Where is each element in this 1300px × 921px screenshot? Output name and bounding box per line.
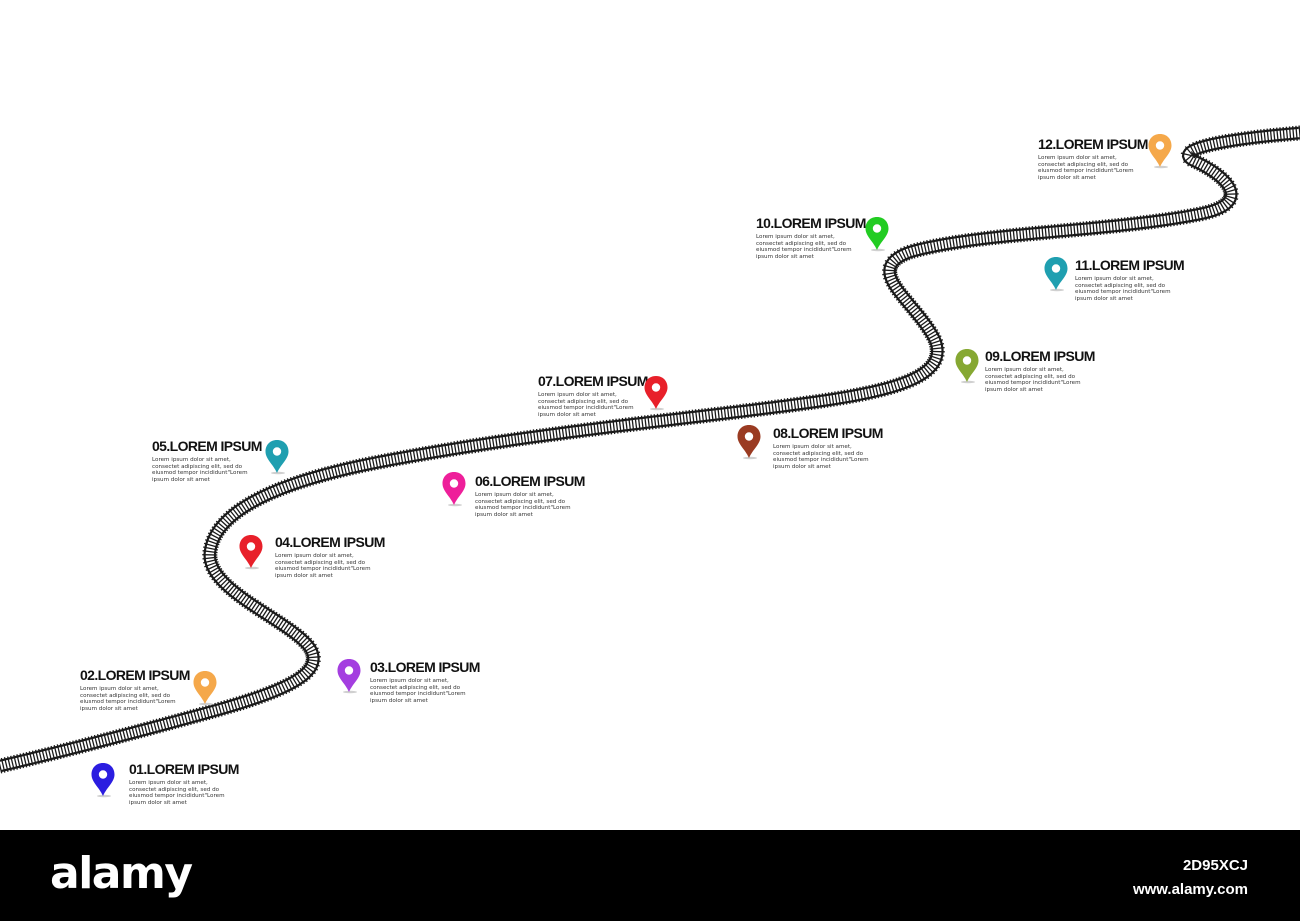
milestone-11: 11.LOREM IPSUM Lorem ipsum dolor sit ame… (1075, 257, 1185, 302)
milestone-title: 04.LOREM IPSUM (275, 534, 385, 550)
milestone-10: 10.LOREM IPSUM Lorem ipsum dolor sit ame… (756, 215, 866, 260)
milestone-title: 01.LOREM IPSUM (129, 761, 239, 777)
milestone-08: 08.LOREM IPSUM Lorem ipsum dolor sit ame… (773, 425, 883, 470)
milestone-12: 12.LOREM IPSUM Lorem ipsum dolor sit ame… (1038, 136, 1148, 181)
milestone-title: 10.LOREM IPSUM (756, 215, 866, 231)
milestone-09: 09.LOREM IPSUM Lorem ipsum dolor sit ame… (985, 348, 1095, 393)
image-id-text: 2D95XCJ (1182, 857, 1248, 874)
milestone-description: Lorem ipsum dolor sit amet, consectet ad… (538, 392, 634, 418)
map-pin-icon (864, 216, 890, 252)
milestone-description: Lorem ipsum dolor sit amet, consectet ad… (773, 444, 869, 470)
milestone-03: 03.LOREM IPSUM Lorem ipsum dolor sit ame… (370, 659, 480, 704)
milestone-title: 02.LOREM IPSUM (80, 667, 190, 683)
milestone-description: Lorem ipsum dolor sit amet, consectet ad… (985, 367, 1081, 393)
map-pin-icon (1043, 256, 1069, 292)
milestone-title: 06.LOREM IPSUM (475, 473, 585, 489)
watermark-bar: alamy 2D95XCJ www.alamy.com (0, 830, 1300, 921)
rail-right (0, 126, 1299, 762)
image-reference: 2D95XCJ www.alamy.com (1133, 854, 1248, 902)
brand-logo: alamy (50, 848, 193, 899)
map-pin-icon (238, 534, 264, 570)
milestone-description: Lorem ipsum dolor sit amet, consectet ad… (1075, 276, 1171, 302)
milestone-description: Lorem ipsum dolor sit amet, consectet ad… (80, 686, 176, 712)
map-pin-icon (1147, 133, 1173, 169)
map-pin-icon (643, 375, 669, 411)
roadmap-canvas: 01.LOREM IPSUM Lorem ipsum dolor sit ame… (0, 125, 1300, 806)
railway-track (0, 125, 1300, 774)
track-tie (0, 763, 3, 774)
milestone-title: 07.LOREM IPSUM (538, 373, 648, 389)
rail-left (0, 137, 1300, 773)
brand-url: www.alamy.com (1132, 881, 1248, 898)
milestone-02: 02.LOREM IPSUM Lorem ipsum dolor sit ame… (80, 667, 190, 712)
map-pin-icon (192, 670, 218, 706)
milestone-05: 05.LOREM IPSUM Lorem ipsum dolor sit ame… (152, 438, 262, 483)
milestone-description: Lorem ipsum dolor sit amet, consectet ad… (1038, 155, 1134, 181)
milestone-title: 12.LOREM IPSUM (1038, 136, 1148, 152)
map-pin-icon (336, 658, 362, 694)
milestone-description: Lorem ipsum dolor sit amet, consectet ad… (152, 457, 248, 483)
map-pin-icon (441, 471, 467, 507)
milestone-07: 07.LOREM IPSUM Lorem ipsum dolor sit ame… (538, 373, 648, 418)
milestone-title: 09.LOREM IPSUM (985, 348, 1095, 364)
milestone-01: 01.LOREM IPSUM Lorem ipsum dolor sit ame… (129, 761, 239, 806)
milestone-title: 08.LOREM IPSUM (773, 425, 883, 441)
milestone-description: Lorem ipsum dolor sit amet, consectet ad… (275, 553, 371, 579)
milestone-description: Lorem ipsum dolor sit amet, consectet ad… (475, 492, 571, 518)
milestone-description: Lorem ipsum dolor sit amet, consectet ad… (756, 234, 852, 260)
milestone-title: 11.LOREM IPSUM (1075, 257, 1185, 273)
milestone-06: 06.LOREM IPSUM Lorem ipsum dolor sit ame… (475, 473, 585, 518)
map-pin-icon (264, 439, 290, 475)
milestone-04: 04.LOREM IPSUM Lorem ipsum dolor sit ame… (275, 534, 385, 579)
map-pin-icon (954, 348, 980, 384)
milestone-title: 05.LOREM IPSUM (152, 438, 262, 454)
map-pin-icon (736, 424, 762, 460)
milestone-description: Lorem ipsum dolor sit amet, consectet ad… (129, 780, 225, 806)
milestone-title: 03.LOREM IPSUM (370, 659, 480, 675)
milestone-description: Lorem ipsum dolor sit amet, consectet ad… (370, 678, 466, 704)
map-pin-icon (90, 762, 116, 798)
